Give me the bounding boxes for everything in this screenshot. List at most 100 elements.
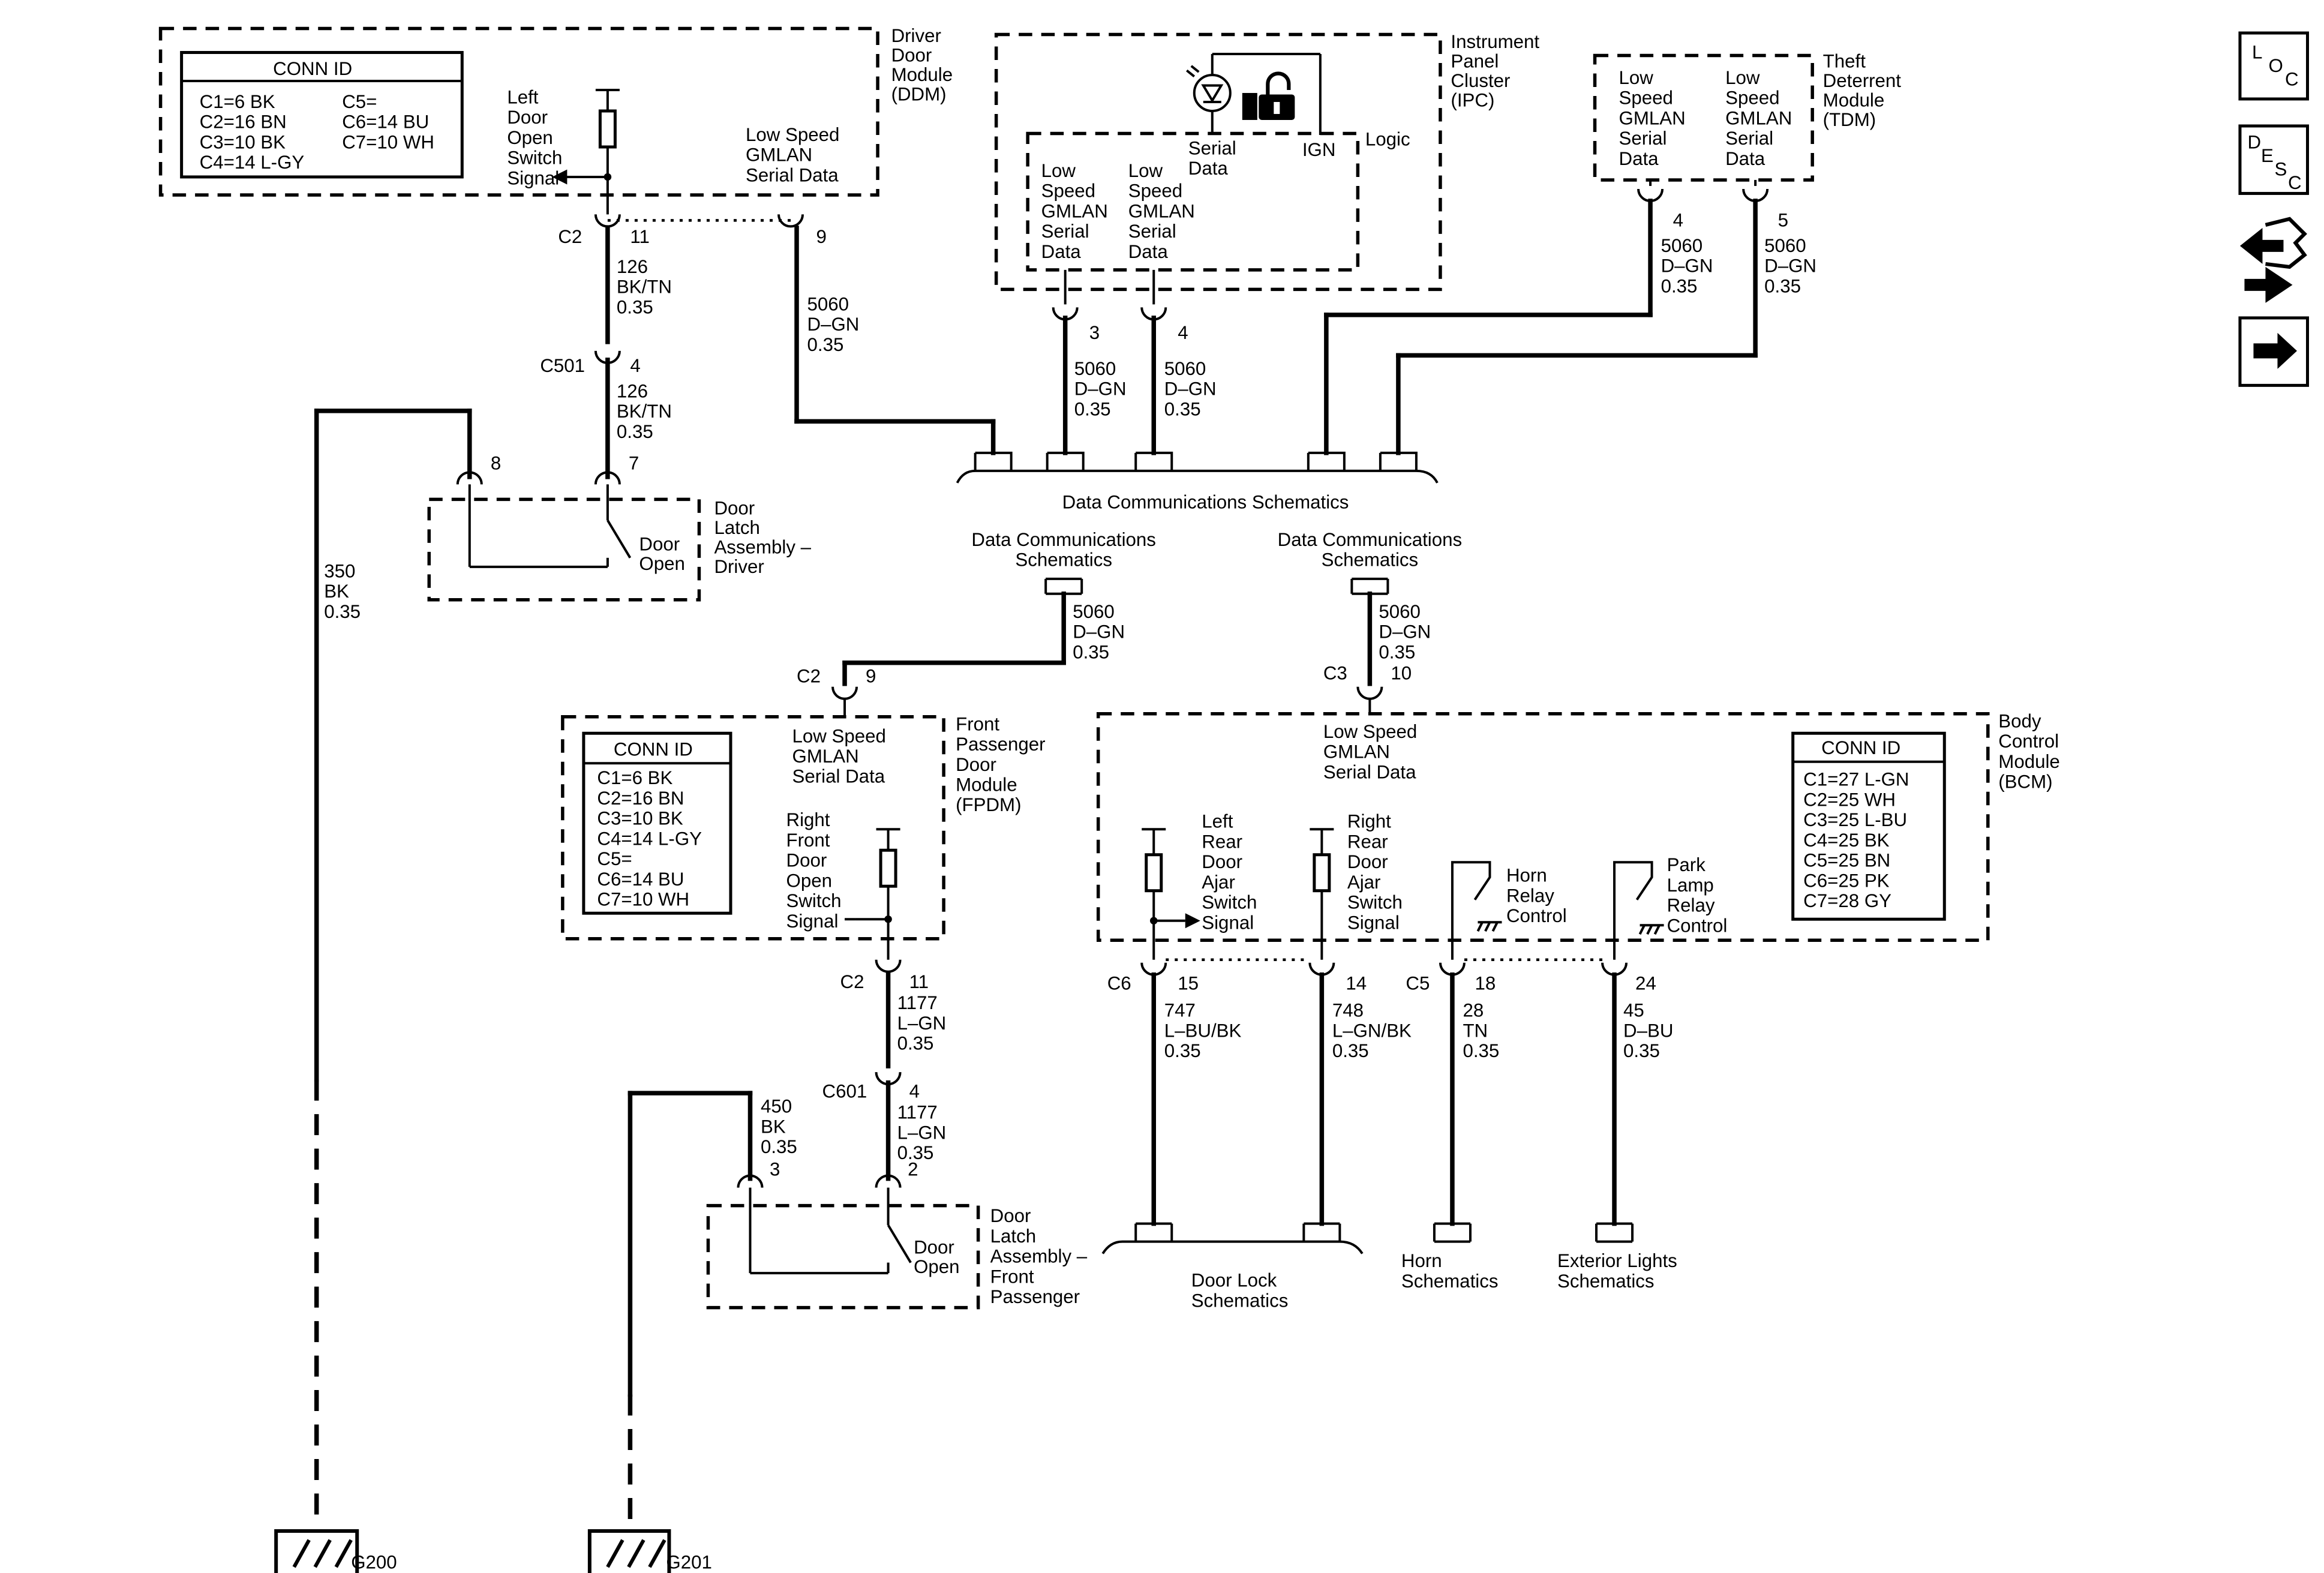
text-line: Serial	[1128, 221, 1176, 242]
text-line: Switch	[1347, 892, 1403, 913]
svg-text:L: L	[2252, 41, 2262, 62]
text-line: 1177	[897, 1102, 938, 1123]
ipc-ign: IGN	[1302, 139, 1336, 160]
text-line: Module	[956, 775, 1017, 795]
svg-text:O: O	[2268, 55, 2283, 76]
text-line: Passenger	[990, 1286, 1080, 1307]
text-line: Data Communications	[1278, 529, 1463, 550]
text-line: Door	[639, 533, 680, 554]
connector-end-view-icon[interactable]	[2239, 217, 2307, 303]
text-line: BK/TN	[617, 277, 672, 298]
desc-icon[interactable]: D E S C	[2238, 124, 2309, 195]
bcm-c5-pin18: 18	[1475, 973, 1496, 994]
svg-text:S: S	[2274, 158, 2287, 179]
text-line: Data	[1188, 158, 1229, 179]
text-line: Latch	[714, 517, 759, 538]
text-line: 5060	[1764, 235, 1806, 256]
text-line: 0.35	[1332, 1040, 1369, 1061]
svg-text:C: C	[2285, 68, 2299, 89]
text-line: Control	[1506, 905, 1567, 926]
bcm-horn-driver-symbol	[1451, 861, 1491, 960]
text-line: 0.35	[1623, 1040, 1660, 1061]
text-line: Switch	[786, 890, 842, 911]
svg-text:E: E	[2261, 145, 2274, 166]
text-line: 0.35	[617, 296, 653, 317]
door-lock-bracket	[1101, 1240, 1364, 1254]
text-line: Deterrent	[1823, 70, 1902, 91]
fpdm-pullup-resistor	[879, 848, 897, 888]
text-line: C5=25 BN	[1803, 850, 1890, 871]
data-comm-bus: Data Communications Schematics	[956, 451, 1439, 512]
c501-pin4: 4	[630, 355, 640, 376]
text-line: 0.35	[1164, 1040, 1201, 1061]
loc-icon[interactable]: L O C	[2238, 31, 2309, 101]
c601-label: C601	[822, 1081, 867, 1102]
text-line: Signal	[1347, 912, 1400, 933]
text-line: GMLAN	[746, 145, 812, 166]
text-line: C6=14 BU	[342, 112, 429, 133]
latch-pass-pin3: 3	[770, 1159, 780, 1180]
text-line: C4=25 BK	[1803, 830, 1890, 851]
text-line: Door	[914, 1237, 954, 1258]
ddm-conn-id-table	[180, 50, 464, 179]
text-line: 747	[1164, 1000, 1196, 1021]
next-page-icon[interactable]	[2238, 316, 2309, 387]
text-line: Schematics	[1557, 1271, 1655, 1292]
text-line: 5060	[1073, 601, 1115, 622]
text-line: Door Lock	[1191, 1270, 1277, 1291]
text-line: (DDM)	[891, 83, 947, 104]
text-line: 126	[617, 256, 648, 277]
text-line: L–BU/BK	[1164, 1020, 1242, 1041]
text-line: 0.35	[1661, 275, 1698, 296]
text-line: Front	[956, 713, 999, 734]
svg-text:C: C	[2288, 172, 2302, 193]
text-line: Lamp	[1667, 875, 1714, 896]
text-line: BK	[324, 581, 349, 602]
bcm-lr-signal-arrow-icon	[1185, 913, 1200, 929]
text-line: C2=16 BN	[200, 112, 287, 133]
text-line: 126	[617, 380, 648, 401]
latch-pass-switch-contact	[887, 1224, 912, 1263]
text-line: D–GN	[1379, 622, 1431, 643]
text-line: Door	[714, 497, 755, 518]
text-line: C2=25 WH	[1803, 789, 1896, 810]
text-line: Door	[507, 107, 548, 128]
door-icon	[1242, 92, 1257, 120]
bcm-pin24: 24	[1635, 973, 1656, 994]
ground-g200: G200	[274, 1529, 397, 1573]
svg-text:D: D	[2247, 131, 2261, 152]
text-line: Left	[507, 86, 538, 107]
text-line: Serial	[1041, 221, 1089, 242]
text-line: Rear	[1347, 831, 1388, 852]
text-line: Data	[1725, 148, 1765, 169]
text-line: D–GN	[1661, 256, 1713, 277]
text-line: Module	[1998, 751, 2060, 772]
text-line: Low Speed	[1323, 721, 1417, 742]
ddm-pin9: 9	[816, 226, 827, 247]
text-line: C1=6 BK	[597, 767, 672, 788]
ddm-c2-pin11: 11	[630, 226, 649, 247]
text-line: Switch	[1202, 892, 1257, 913]
fpdm-c2-top-label: C2	[797, 665, 821, 686]
text-line: D–GN	[1164, 379, 1217, 400]
bcm-park-ground-icon	[1638, 924, 1664, 935]
text-line: 0.35	[1164, 398, 1201, 419]
fpdm-c2-bottom-pin: 11	[909, 971, 929, 992]
text-line: 1177	[897, 992, 938, 1013]
